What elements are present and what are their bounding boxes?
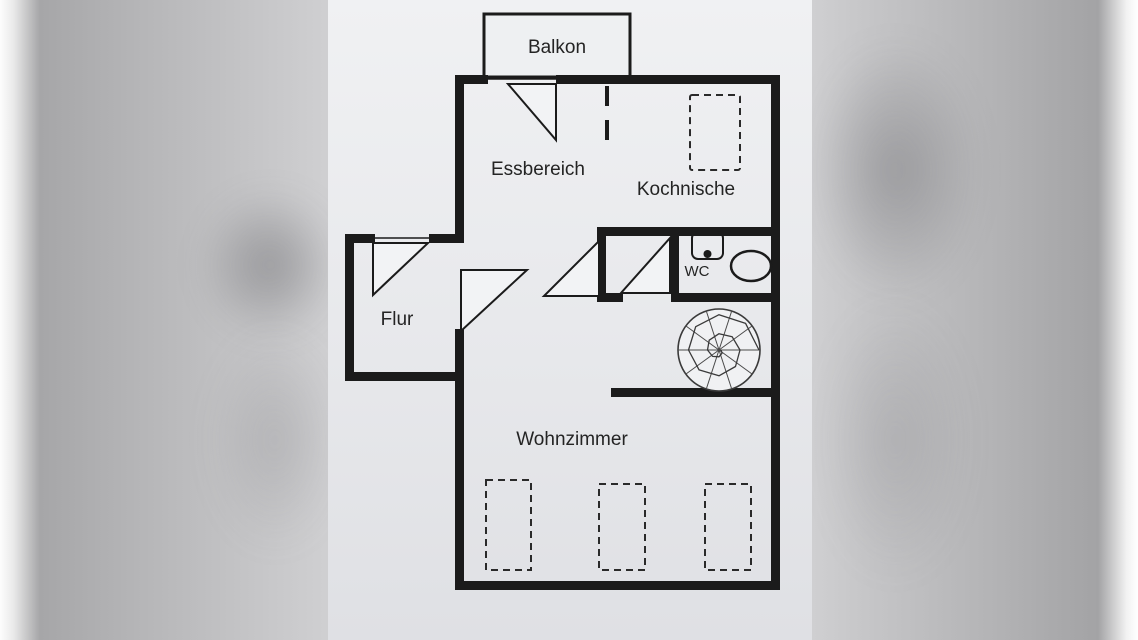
room-label-wc: WC — [685, 263, 710, 280]
wall-wc-top — [597, 227, 780, 236]
wall-right — [771, 75, 780, 590]
staircase-spiral — [687, 314, 760, 377]
wall-top-right — [556, 75, 780, 84]
wall-flur-top-left — [345, 234, 375, 243]
wall-top-left — [455, 75, 488, 84]
wall-wc-bottom-right — [671, 293, 780, 302]
furniture-placeholders — [485, 479, 752, 571]
room-label-flur: Flur — [381, 309, 414, 330]
room-label-balkon: Balkon — [528, 37, 586, 58]
wall-flur-top-right — [429, 234, 464, 243]
wall-bottom — [455, 581, 780, 590]
sink-icon — [729, 249, 773, 283]
room-label-essbereich: Essbereich — [491, 159, 585, 180]
wall-flur-bottom — [345, 372, 464, 381]
apartment-walls — [345, 75, 780, 590]
room-label-kochnische: Kochnische — [637, 179, 735, 200]
toilet-icon — [691, 231, 724, 260]
kitchen-counter-dashed-box — [689, 94, 741, 171]
furniture-dashed-box — [485, 479, 532, 571]
wall-left-upper — [455, 75, 464, 243]
furniture-dashed-box — [598, 483, 646, 571]
spiral-staircase-icon — [677, 308, 761, 392]
toilet-drain-dot-icon — [703, 250, 712, 258]
wall-under-stairs — [611, 388, 780, 397]
flur-door-swing-icon — [372, 242, 431, 298]
door-swings — [372, 83, 671, 334]
hall-door-swing-icon — [460, 269, 530, 334]
wall-wc-left — [597, 227, 606, 302]
balcony-outline — [482, 12, 632, 79]
wall-left-lower — [455, 329, 464, 590]
furniture-dashed-box — [704, 483, 752, 571]
room-label-wohnzimmer: Wohnzimmer — [516, 429, 628, 450]
wall-wc-divider — [671, 227, 679, 302]
balcony-door-swing-icon — [505, 83, 557, 143]
wall-wc-bottom-left — [597, 293, 623, 302]
wall-flur-left — [345, 234, 354, 381]
corridor-door-swing-icon — [541, 238, 600, 297]
wc-door-swing-icon — [618, 235, 671, 294]
